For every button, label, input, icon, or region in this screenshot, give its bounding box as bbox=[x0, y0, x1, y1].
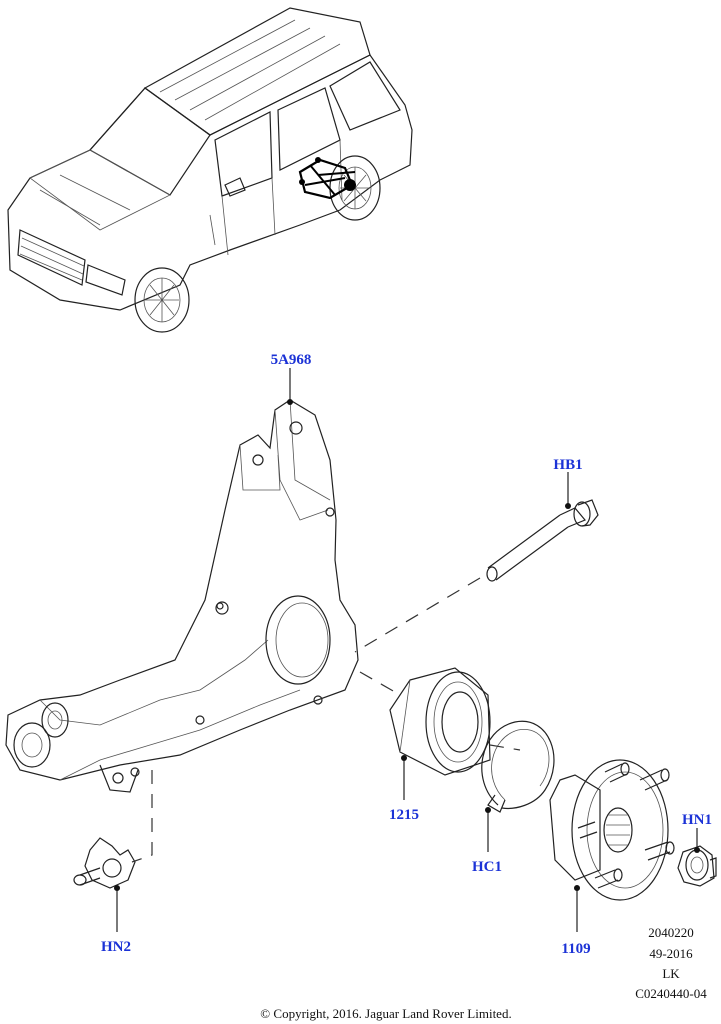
part-label-5a968[interactable]: 5A968 bbox=[271, 352, 312, 368]
vehicle-illustration bbox=[7, 7, 413, 333]
reference-line-3: LK bbox=[662, 966, 680, 981]
wheel-hub-drawing bbox=[549, 759, 675, 901]
rear-knuckle-drawing bbox=[5, 399, 359, 793]
reference-block: 2040220 49-2016 LK C0240440-04 bbox=[635, 925, 707, 1001]
part-label-hn1[interactable]: HN1 bbox=[682, 812, 712, 828]
circlip-drawing bbox=[481, 720, 555, 813]
bolt-drawing bbox=[486, 499, 599, 582]
part-label-hn2[interactable]: HN2 bbox=[101, 939, 131, 955]
part-label-1215[interactable]: 1215 bbox=[389, 807, 419, 823]
part-label-1109[interactable]: 1109 bbox=[561, 941, 590, 957]
reference-line-2: 49-2016 bbox=[649, 946, 693, 961]
copyright-text: © Copyright, 2016. Jaguar Land Rover Lim… bbox=[260, 1006, 511, 1021]
suspension-highlight-icon bbox=[298, 157, 356, 200]
part-label-hc1[interactable]: HC1 bbox=[472, 859, 502, 875]
assembly-lines bbox=[131, 577, 521, 863]
wheel-bearing-drawing bbox=[389, 667, 491, 776]
part-label-hb1[interactable]: HB1 bbox=[553, 457, 582, 473]
nut-bracket-drawing bbox=[73, 837, 136, 889]
reference-line-1: 2040220 bbox=[648, 925, 694, 940]
reference-line-4: C0240440-04 bbox=[635, 986, 707, 1001]
leader-lines bbox=[114, 368, 700, 932]
